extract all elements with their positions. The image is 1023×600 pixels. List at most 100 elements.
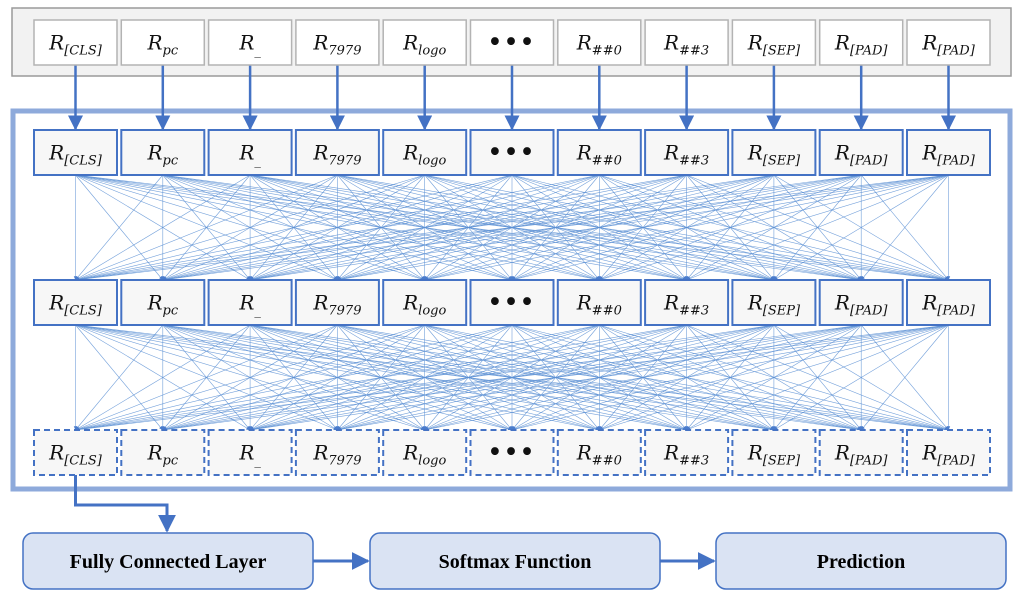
token-label: R##3	[663, 141, 709, 169]
token-base: R	[921, 441, 937, 465]
attention-link	[75, 324, 687, 432]
token-label: Rpc	[146, 31, 178, 59]
input-row-token: R[CLS]	[33, 19, 118, 66]
token-label: •••	[488, 30, 536, 56]
token-label: R[PAD]	[834, 31, 888, 59]
token-base: R	[576, 291, 592, 315]
output-row-token: R[PAD]	[818, 429, 904, 476]
token-subscript: pc	[163, 154, 179, 169]
token-subscript: [SEP]	[763, 304, 801, 319]
attention-link	[75, 174, 251, 281]
attention-link	[75, 324, 862, 432]
token-subscript: [CLS]	[64, 44, 103, 59]
attention-link	[336, 174, 949, 282]
token-box	[382, 279, 468, 326]
token-box	[818, 19, 904, 66]
token-label: R_	[238, 31, 261, 59]
stage-label: Prediction	[817, 551, 906, 573]
token-label: R[PAD]	[921, 291, 975, 319]
token-base: R	[238, 31, 254, 55]
token-base: R	[238, 141, 254, 165]
attention-link	[424, 174, 949, 281]
output-row-token: R7979	[294, 429, 380, 476]
pipeline-stages: Fully Connected Layer Softmax Function Pre…	[22, 532, 1007, 590]
token-box	[556, 279, 642, 326]
token-subscript: [PAD]	[937, 304, 975, 319]
stage-label: Softmax Function	[439, 551, 592, 573]
output-row-token: R_	[207, 429, 293, 476]
arrows	[68, 65, 956, 570]
token-subscript: _	[254, 44, 261, 59]
softmax-function-box: Softmax Function	[369, 532, 661, 590]
token-label: R[SEP]	[747, 441, 801, 469]
encoder-row-1-token: R[PAD]	[818, 129, 904, 176]
token-base: R	[576, 441, 592, 465]
stage-label: Fully Connected Layer	[70, 551, 267, 573]
token-label: Rlogo	[402, 291, 446, 319]
output-row-token: R[SEP]	[731, 429, 817, 476]
token-box	[731, 279, 817, 326]
token-base: R	[834, 31, 850, 55]
input-row-token: R_	[207, 19, 293, 66]
token-subscript: 7979	[328, 454, 361, 469]
token-subscript: pc	[163, 304, 179, 319]
token-box	[906, 129, 991, 176]
token-base: R	[146, 31, 162, 55]
encoder-row-1-token: R_	[207, 129, 293, 176]
token-label: R[PAD]	[921, 141, 975, 169]
attention-link	[162, 324, 949, 432]
token-subscript: [PAD]	[850, 44, 888, 59]
token-label: R[PAD]	[834, 441, 888, 469]
token-label: R[PAD]	[921, 31, 975, 59]
token-subscript: [PAD]	[850, 154, 888, 169]
token-subscript: 7979	[328, 154, 361, 169]
token-base: R	[238, 291, 254, 315]
token-subscript: ##3	[679, 304, 709, 319]
attention-link	[860, 174, 949, 281]
encoder-row-2-token: R7979	[294, 279, 380, 326]
token-box	[644, 129, 730, 176]
token-base: R	[834, 141, 850, 165]
token-base: R	[402, 291, 418, 315]
token-base: R	[747, 291, 763, 315]
token-label: R7979	[312, 291, 361, 319]
token-label: R##3	[663, 291, 709, 319]
token-box	[556, 429, 642, 476]
token-label: Rlogo	[402, 141, 446, 169]
token-box	[207, 129, 293, 176]
token-label: R##3	[663, 31, 709, 59]
token-label: R[PAD]	[921, 441, 975, 469]
token-subscript: [SEP]	[763, 154, 801, 169]
token-subscript: [SEP]	[763, 454, 801, 469]
attention-link	[860, 324, 949, 431]
token-base: R	[834, 441, 850, 465]
stage-rect	[715, 532, 1007, 590]
token-box	[731, 19, 817, 66]
token-box	[469, 129, 555, 176]
stage-rect	[22, 532, 314, 590]
token-label: Rpc	[146, 441, 178, 469]
token-subscript: _	[254, 304, 261, 319]
token-box	[295, 19, 380, 66]
token-box	[731, 129, 817, 176]
token-box	[644, 19, 729, 66]
output-row-token: Rpc	[120, 429, 206, 476]
token-box	[557, 19, 642, 66]
input-row-token: R##0	[557, 19, 642, 66]
token-subscript: _	[254, 154, 261, 169]
encoder-row-2-token: R##3	[644, 279, 730, 326]
token-base: R	[312, 31, 328, 55]
token-box	[818, 129, 904, 176]
attention-link	[75, 324, 949, 432]
output-row-token: R[PAD]	[906, 429, 991, 476]
attention-link	[75, 174, 949, 282]
encoder-row-2-token: Rlogo	[382, 279, 468, 326]
token-box	[207, 279, 293, 326]
token-base: R	[747, 141, 763, 165]
input-row-token: Rpc	[120, 19, 206, 66]
token-base: R	[312, 441, 328, 465]
token-box	[33, 429, 118, 476]
token-label: R[CLS]	[48, 291, 103, 319]
encoder-row-1-token: R[CLS]	[33, 129, 118, 176]
